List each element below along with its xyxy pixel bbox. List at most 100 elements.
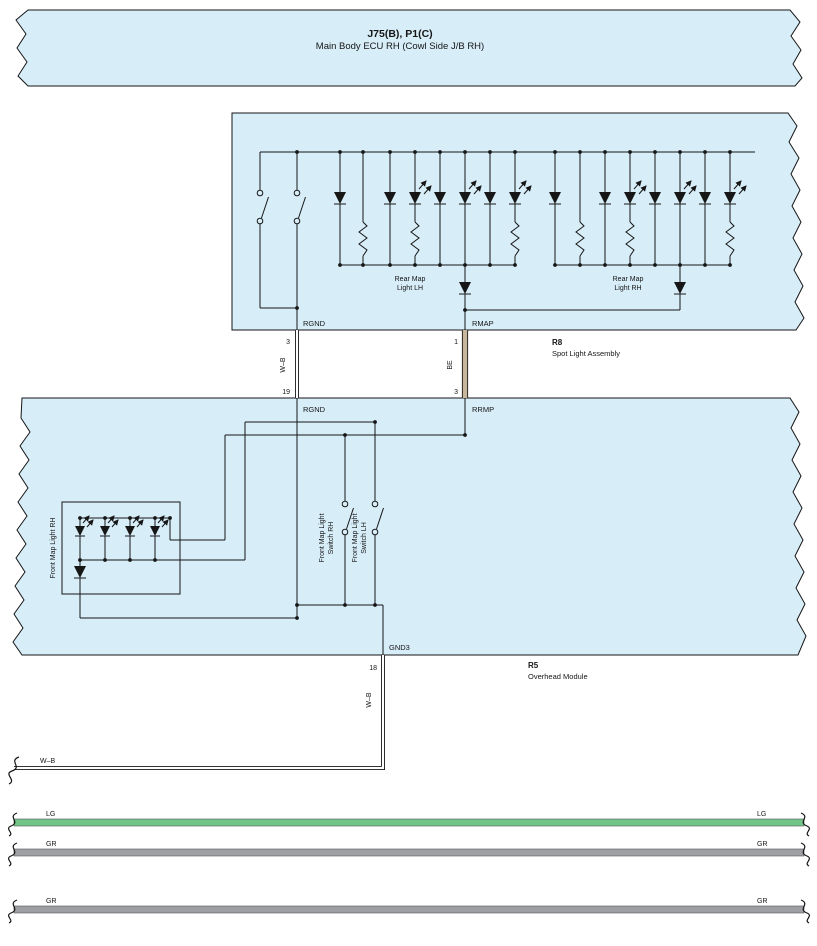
diode-icon	[599, 192, 611, 204]
led-arrow-icon	[111, 519, 119, 528]
bus-gr1-left-label: GR	[46, 841, 57, 848]
bus-gr2-right-label: GR	[757, 898, 768, 905]
wire-break-icon	[7, 842, 18, 867]
junction-dot	[361, 263, 365, 267]
led-arrow-icon	[107, 515, 115, 524]
ground-run-label: W–B	[40, 758, 56, 765]
spot-light-assembly-name: Spot Light Assembly	[552, 349, 620, 358]
led-arrow-icon	[683, 180, 692, 190]
diode-icon	[100, 526, 110, 536]
pin-rgnd-top: 3	[286, 339, 290, 346]
junction-dot	[553, 263, 557, 267]
wire-gnd-wb	[8, 655, 385, 785]
wire-break-icon	[8, 756, 20, 785]
wire-color-gnd: W–B	[366, 692, 373, 708]
junction-dot	[578, 263, 582, 267]
rear-map-light-rh-line2: Light RH	[614, 285, 641, 292]
junction-dot	[295, 306, 299, 310]
pin-rgnd-bottom: 19	[282, 389, 290, 396]
led-arrow-icon	[468, 180, 477, 190]
junction-dot	[513, 263, 517, 267]
switch-contact	[256, 189, 264, 197]
switch-contact	[371, 528, 379, 536]
resistor-icon	[575, 221, 585, 257]
diode-icon	[150, 526, 160, 536]
switch-lh-label-line2: Switch LH	[361, 522, 368, 554]
spot-light-assembly-box	[231, 112, 805, 331]
terminal-rmap: RMAP	[472, 319, 494, 328]
junction-dot	[728, 263, 732, 267]
terminal-rgnd-assembly: RGND	[303, 319, 326, 328]
gr-bus-bar-2	[13, 905, 805, 914]
diode-icon	[384, 192, 396, 204]
led-arrow-icon	[638, 185, 647, 195]
led-arrow-icon	[473, 185, 482, 195]
connector-subtitle: Main Body ECU RH (Cowl Side J/B RH)	[316, 41, 484, 52]
wire-break-icon	[800, 899, 811, 924]
switch-contact	[371, 500, 379, 508]
diode-icon	[549, 192, 561, 204]
led-arrow-icon	[423, 185, 432, 195]
diode-icon	[724, 192, 736, 204]
switch-rh-label-line2: Switch RH	[328, 522, 335, 555]
overhead-module-name: Overhead Module	[528, 672, 588, 681]
junction-dot	[128, 558, 132, 562]
switch-lever	[346, 507, 354, 530]
bus-gr2-left-label: GR	[46, 898, 57, 905]
resistor-icon	[358, 221, 368, 257]
diode-icon	[459, 282, 471, 294]
overhead-module-box	[12, 397, 807, 656]
led-arrow-icon	[418, 180, 427, 190]
led-arrow-icon	[157, 515, 165, 524]
wire-color-rmap: BE	[447, 360, 454, 370]
diode-icon	[484, 192, 496, 204]
switch-lever	[261, 196, 269, 219]
junction-dot	[388, 263, 392, 267]
wire-core	[14, 655, 385, 770]
led-arrow-icon	[86, 519, 94, 528]
diode-icon	[699, 192, 711, 204]
junction-dot	[343, 603, 347, 607]
ecu-connector-band	[15, 9, 803, 87]
junction-dot	[373, 420, 377, 424]
overhead-module-ref: R5	[528, 661, 539, 670]
junction-dot	[153, 558, 157, 562]
diode-icon	[624, 192, 636, 204]
terminal-rrmp: RRMP	[472, 405, 494, 414]
junction-dot	[338, 263, 342, 267]
switch-lever	[376, 507, 384, 530]
led-arrow-icon	[523, 185, 532, 195]
diode-icon	[649, 192, 661, 204]
led-arrow-icon	[688, 185, 697, 195]
gr-bus-bar-1	[13, 848, 805, 857]
junction-dot	[703, 263, 707, 267]
resistor-icon	[510, 221, 520, 257]
pin-rmap-bottom: 3	[454, 389, 458, 396]
wire-outline	[14, 655, 385, 770]
wire-break-icon	[7, 899, 18, 924]
connector-title: J75(B), P1(C)	[367, 28, 432, 40]
diode-icon	[674, 282, 686, 294]
junction-dot	[295, 603, 299, 607]
front-map-light-unit-box	[61, 501, 181, 595]
junction-dot	[413, 263, 417, 267]
led-arrow-icon	[733, 180, 742, 190]
led-arrow-icon	[738, 185, 747, 195]
junction-dot	[295, 150, 299, 154]
terminal-rgnd-module: RGND	[303, 405, 326, 414]
resistor-icon	[725, 221, 735, 257]
junction-dot	[373, 603, 377, 607]
switch-contact	[293, 217, 301, 225]
wire-break-icon	[800, 812, 811, 837]
switch-contact	[256, 217, 264, 225]
resistor-icon	[625, 221, 635, 257]
switch-contact	[341, 500, 349, 508]
junction-dot	[603, 263, 607, 267]
led-arrow-icon	[161, 519, 169, 528]
junction-dot	[168, 516, 172, 520]
schematic-circuit	[74, 150, 755, 655]
pin-gnd3: 18	[369, 665, 377, 672]
junction-dot	[103, 558, 107, 562]
junction-dot	[438, 263, 442, 267]
